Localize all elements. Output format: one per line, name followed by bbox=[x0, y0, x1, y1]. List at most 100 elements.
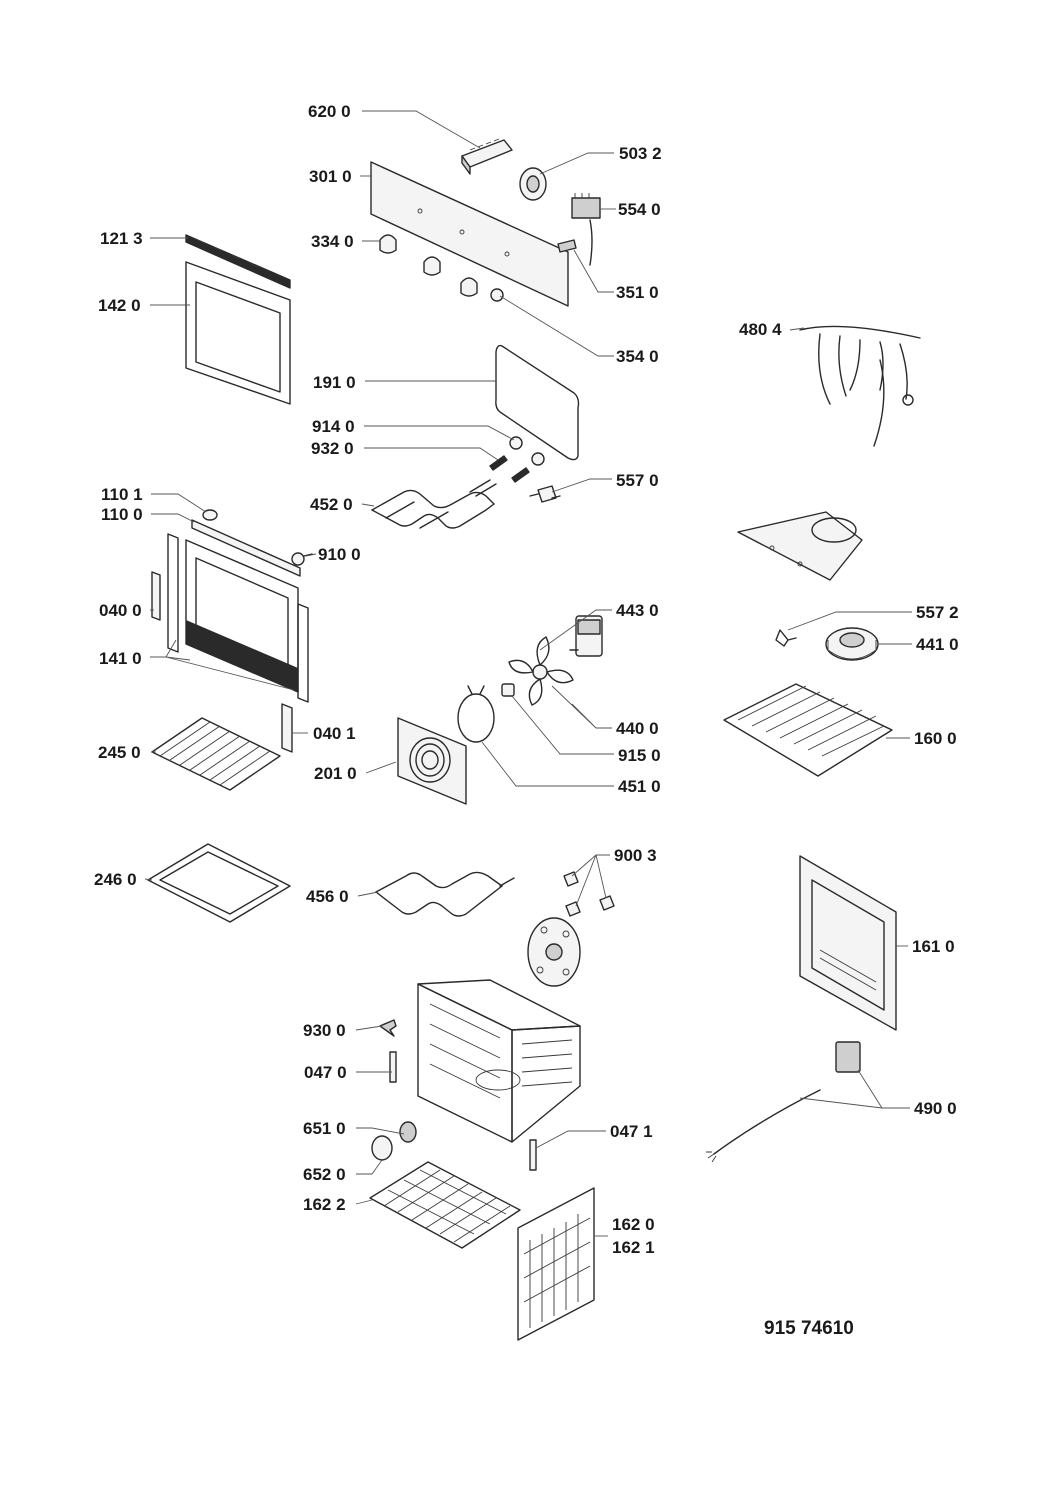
control-knobs-part bbox=[379, 234, 478, 297]
leader-557-2 bbox=[787, 611, 912, 631]
fan-plate-part bbox=[527, 917, 581, 987]
callout-480-4: 480 4 bbox=[739, 320, 782, 339]
hinge-left-part bbox=[389, 1051, 397, 1083]
callout-161-0: 161 0 bbox=[912, 937, 955, 956]
callout-121-3: 121 3 bbox=[100, 229, 143, 248]
wire-shelf-part bbox=[151, 717, 281, 791]
callout-652-0: 652 0 bbox=[303, 1165, 346, 1184]
terminal-block-part bbox=[461, 138, 513, 175]
leader-651-0 bbox=[356, 1127, 405, 1135]
callout-451-0: 451 0 bbox=[618, 777, 661, 796]
leader-351-0 bbox=[573, 249, 614, 293]
leader-900-3 bbox=[571, 854, 610, 907]
callout-labels: 620 0 503 2 301 0 554 0 121 3 334 0 351 … bbox=[94, 102, 959, 1257]
callout-915-0: 915 0 bbox=[618, 746, 661, 765]
callout-351-0: 351 0 bbox=[616, 283, 659, 302]
leader-503-2 bbox=[539, 152, 614, 175]
leader-110-0 bbox=[151, 513, 195, 523]
leader-490-0 bbox=[799, 1069, 910, 1109]
callout-456-0: 456 0 bbox=[306, 887, 349, 906]
callout-554-0: 554 0 bbox=[618, 200, 661, 219]
door-side-profile-left-part bbox=[151, 571, 161, 621]
leader-201-0 bbox=[365, 761, 397, 774]
side-rack-part bbox=[517, 1187, 595, 1341]
leader-620-0 bbox=[362, 110, 481, 149]
leader-930-0 bbox=[355, 1025, 383, 1031]
callout-162-2: 162 2 bbox=[303, 1195, 346, 1214]
callout-914-0: 914 0 bbox=[312, 417, 355, 436]
callout-620-0: 620 0 bbox=[308, 102, 351, 121]
power-cable-part bbox=[706, 1041, 861, 1163]
callout-930-0: 930 0 bbox=[303, 1021, 346, 1040]
leader-557-0 bbox=[551, 478, 612, 493]
leader-162-2 bbox=[355, 1199, 373, 1205]
switch-part bbox=[571, 193, 601, 266]
oven-cavity-part bbox=[417, 979, 581, 1143]
callout-441-0: 441 0 bbox=[916, 635, 959, 654]
bottom-element-part bbox=[375, 871, 515, 917]
callout-910-0: 910 0 bbox=[318, 545, 361, 564]
grill-element-part bbox=[371, 479, 497, 529]
leader-910-0 bbox=[305, 553, 317, 557]
leader-047-1 bbox=[535, 1130, 606, 1149]
callout-245-0: 245 0 bbox=[98, 743, 141, 762]
leader-932-0 bbox=[364, 447, 499, 461]
fan-motor-part bbox=[569, 615, 603, 657]
circular-element-part bbox=[457, 685, 495, 743]
callout-932-0: 932 0 bbox=[311, 439, 354, 458]
bottom-grid-part bbox=[369, 1161, 521, 1249]
leader-652-0 bbox=[356, 1159, 383, 1175]
callout-040-1: 040 1 bbox=[313, 724, 356, 743]
leader-110-1 bbox=[151, 493, 207, 513]
callout-334-0: 334 0 bbox=[311, 232, 354, 251]
door-screw-part bbox=[291, 552, 313, 566]
callout-452-0: 452 0 bbox=[310, 495, 353, 514]
callout-354-0: 354 0 bbox=[616, 347, 659, 366]
callout-246-0: 246 0 bbox=[94, 870, 137, 889]
hinge-right-part bbox=[529, 1139, 537, 1171]
diagram-reference-number: 915 74610 bbox=[764, 1318, 854, 1339]
callout-301-0: 301 0 bbox=[309, 167, 352, 186]
callout-490-0: 490 0 bbox=[914, 1099, 957, 1118]
cooling-fan-part bbox=[825, 627, 879, 661]
fan-blade-part bbox=[508, 636, 574, 706]
callout-557-0: 557 0 bbox=[616, 471, 659, 490]
callout-503-2: 503 2 bbox=[619, 144, 662, 163]
connector-2-part bbox=[775, 629, 797, 647]
leader-443-0 bbox=[539, 609, 612, 651]
fan-nut-part bbox=[501, 683, 515, 697]
callout-651-0: 651 0 bbox=[303, 1119, 346, 1138]
callout-142-0: 142 0 bbox=[98, 296, 141, 315]
leader-451-0 bbox=[481, 741, 614, 787]
leader-440-0 bbox=[551, 685, 612, 729]
lamp-part bbox=[557, 239, 577, 253]
connector-part bbox=[529, 485, 561, 503]
callout-443-0: 443 0 bbox=[616, 601, 659, 620]
leader-914-0 bbox=[364, 425, 515, 441]
thermostat-part bbox=[519, 167, 547, 201]
door-top-trim-part bbox=[185, 234, 291, 289]
leader-915-0 bbox=[511, 695, 614, 755]
knob-spindle-part bbox=[490, 288, 504, 302]
callout-040-0: 040 0 bbox=[99, 601, 142, 620]
callout-141-0: 141 0 bbox=[99, 649, 142, 668]
leader-lines bbox=[144, 110, 912, 1237]
hinge-cap-part bbox=[202, 509, 218, 521]
callout-110-1: 110 1 bbox=[101, 485, 143, 504]
callout-557-2: 557 2 bbox=[916, 603, 959, 622]
feet-part bbox=[563, 871, 615, 917]
leader-452-0 bbox=[361, 503, 375, 507]
door-top-profile-part bbox=[191, 519, 301, 577]
wiring-harness-part bbox=[799, 325, 921, 447]
door-side-profile-right-part bbox=[281, 703, 293, 753]
top-cover-part bbox=[723, 683, 893, 777]
callout-440-0: 440 0 bbox=[616, 719, 659, 738]
callout-047-1: 047 1 bbox=[610, 1122, 653, 1141]
cooling-duct-part bbox=[737, 511, 863, 581]
leader-354-0 bbox=[499, 295, 614, 357]
leader-141-0 bbox=[150, 639, 295, 691]
callout-160-0: 160 0 bbox=[914, 729, 957, 748]
fan-cover-part bbox=[397, 717, 467, 805]
leader-480-4 bbox=[789, 327, 805, 331]
